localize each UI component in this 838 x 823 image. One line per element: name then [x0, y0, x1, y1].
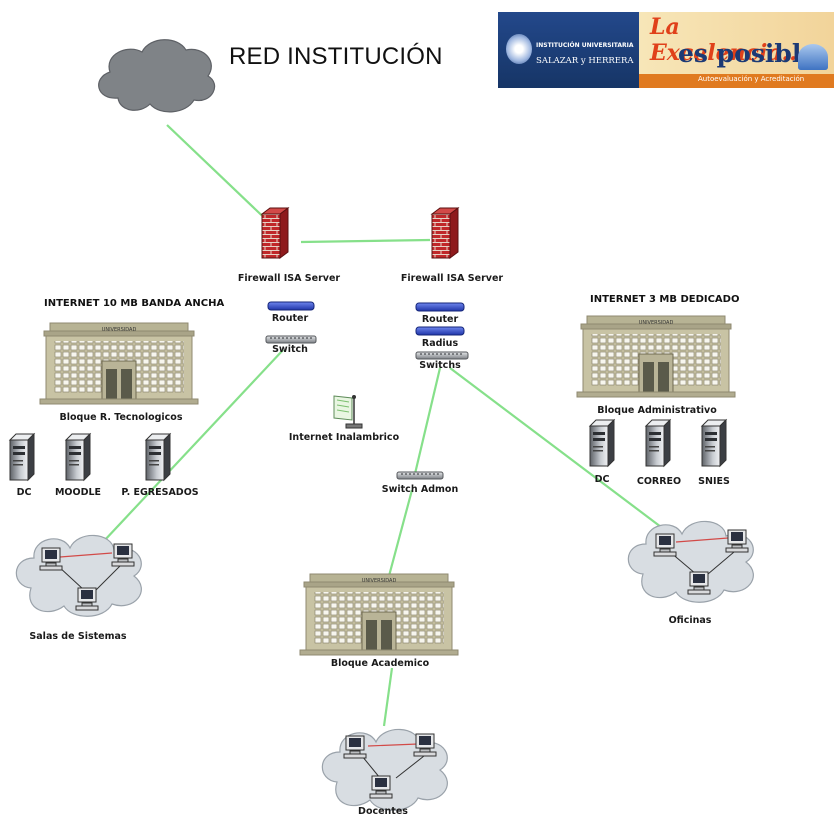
- lan-cloud-docentes: [321, 728, 448, 811]
- server-icon: [9, 433, 35, 481]
- link-switch2-oficinas: [449, 367, 666, 531]
- logo-tagline: Autoevaluación y Acreditación: [698, 75, 805, 83]
- firewall-icon: [431, 207, 459, 259]
- logo-bar: [639, 74, 834, 88]
- router-icon: [415, 302, 465, 312]
- link-academico-docentes: [382, 667, 394, 727]
- internet-cloud-icon: [98, 39, 216, 113]
- link-switch2-switchadmon: [412, 367, 442, 479]
- link-firewall1-firewall2: [300, 238, 431, 244]
- lan-cloud-salas: [15, 534, 142, 617]
- wireless-label: Internet Inalambrico: [288, 432, 400, 443]
- server-dc-left-label: DC: [16, 487, 32, 498]
- switch-icon: [415, 351, 469, 360]
- computer-icon: [413, 733, 437, 757]
- internet-right-header: INTERNET 3 MB DEDICADO: [590, 294, 740, 305]
- logo-name: SALAZAR y HERRERA: [536, 56, 634, 66]
- link-cloud-firewall1: [166, 124, 276, 229]
- computer-icon: [75, 587, 99, 611]
- wave-icon: [798, 44, 828, 70]
- server-egresados-label: P. EGRESADOS: [121, 487, 199, 498]
- switch-admon-icon: [396, 471, 444, 480]
- router-1-label: Router: [271, 313, 309, 324]
- router-2-label: Router: [421, 314, 459, 325]
- firewall-1-label: Firewall ISA Server: [237, 273, 341, 284]
- building-sign: UNIVERSIDAD: [639, 320, 674, 326]
- logo-institution: INSTITUCIÓN UNIVERSITARIA: [536, 42, 634, 49]
- computer-icon: [343, 735, 367, 759]
- lan-cloud-oficinas: [627, 520, 754, 603]
- computer-icon: [725, 529, 749, 553]
- server-dc-right-label: DC: [594, 474, 610, 485]
- radius-label: Radius: [421, 338, 459, 349]
- building-icon: [299, 573, 459, 656]
- wireless-icon: [333, 395, 363, 429]
- switch-admon-label: Switch Admon: [381, 484, 459, 495]
- computer-icon: [39, 547, 63, 571]
- server-icon: [145, 433, 171, 481]
- link-switch1-salas: [87, 349, 284, 559]
- docentes-label: Docentes: [358, 806, 408, 817]
- internet-left-header: INTERNET 10 MB BANDA ANCHA: [44, 298, 225, 309]
- switch-2-label: Switchs: [419, 360, 461, 371]
- switch-1-label: Switch: [272, 344, 308, 355]
- computer-icon: [687, 571, 711, 595]
- network-links: [87, 124, 666, 727]
- logo-slogan-line1: La Excelencia...: [650, 14, 805, 66]
- bloque-administrativo-label: Bloque Administrativo: [597, 405, 717, 416]
- link-switchadmon-academico: [387, 489, 414, 577]
- building-icon: [576, 315, 736, 398]
- server-icon: [65, 433, 91, 481]
- building-sign: UNIVERSIDAD: [362, 578, 397, 584]
- logo-slogan-line2: es posible: [678, 39, 818, 68]
- bloque-academico-label: Bloque Academico: [330, 658, 430, 669]
- server-icon: [645, 419, 671, 467]
- switch-icon: [265, 335, 317, 344]
- server-moodle-label: MOODLE: [54, 487, 102, 498]
- computer-icon: [111, 543, 135, 567]
- page-title: RED INSTITUCIÓN: [229, 43, 443, 70]
- server-icon: [589, 419, 615, 467]
- building-sign: UNIVERSIDAD: [102, 327, 137, 333]
- firewall-2-label: Firewall ISA Server: [400, 273, 504, 284]
- bloque-tecnologicos-label: Bloque R. Tecnologicos: [59, 412, 183, 423]
- radius-icon: [415, 326, 465, 336]
- building-icon: [39, 322, 199, 405]
- firewall-icon: [261, 207, 289, 259]
- computer-icon: [653, 533, 677, 557]
- server-icon: [701, 419, 727, 467]
- institution-logo: INSTITUCIÓN UNIVERSITARIA SALAZAR y HERR…: [498, 12, 834, 88]
- salas-label: Salas de Sistemas: [29, 631, 127, 642]
- oficinas-label: Oficinas: [668, 615, 712, 626]
- computer-icon: [369, 775, 393, 799]
- seal-icon: [506, 34, 532, 64]
- server-correo-label: CORREO: [636, 476, 682, 487]
- router-icon: [267, 301, 315, 311]
- server-snies-label: SNIES: [698, 476, 730, 487]
